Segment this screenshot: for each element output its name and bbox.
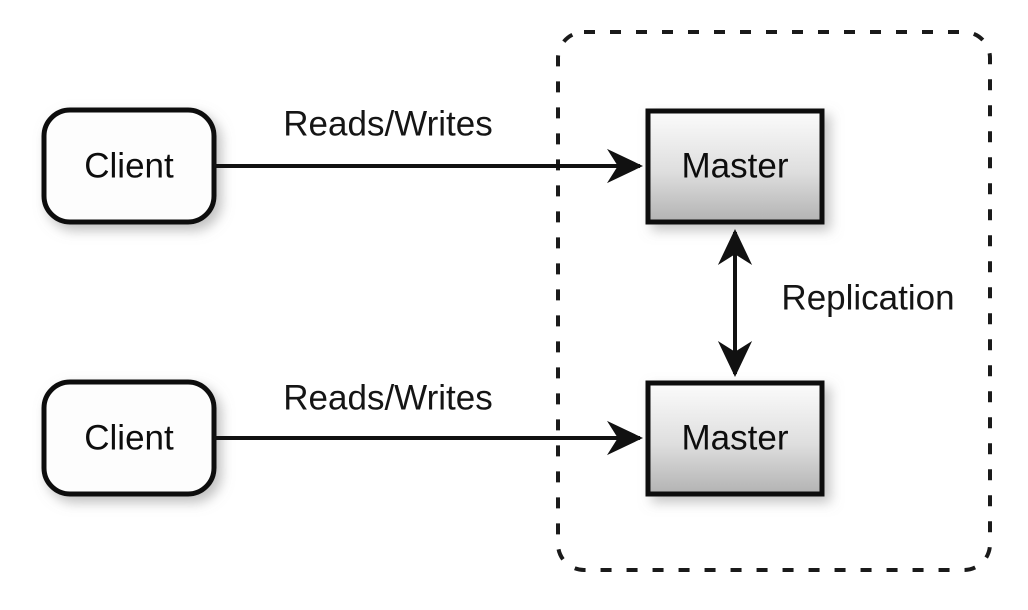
reads-writes-label-top: Reads/Writes	[283, 104, 492, 143]
master-node-bottom[interactable]: Master	[645, 380, 825, 497]
edge-master-replication[interactable]: Replication	[717, 229, 955, 377]
master-top-shape[interactable]	[645, 108, 825, 225]
replication-label: Replication	[781, 278, 954, 317]
master-bottom-label: Master	[682, 418, 789, 457]
client-node-top[interactable]: Client	[41, 107, 217, 225]
replication-cluster-boundary	[556, 30, 992, 572]
reads-writes-label-bottom: Reads/Writes	[283, 378, 492, 417]
master-node-top[interactable]: Master	[645, 108, 825, 225]
edge-client-top-to-master-top[interactable]: Reads/Writes	[214, 104, 643, 184]
edge-client-bottom-to-master-bottom[interactable]: Reads/Writes	[214, 378, 643, 456]
client-bottom-label: Client	[84, 418, 174, 457]
client-top-label: Client	[84, 146, 174, 185]
cluster-dashed-border	[556, 30, 992, 572]
master-top-label: Master	[682, 146, 789, 185]
client-node-bottom[interactable]: Client	[41, 379, 217, 497]
master-bottom-shape[interactable]	[645, 380, 825, 497]
